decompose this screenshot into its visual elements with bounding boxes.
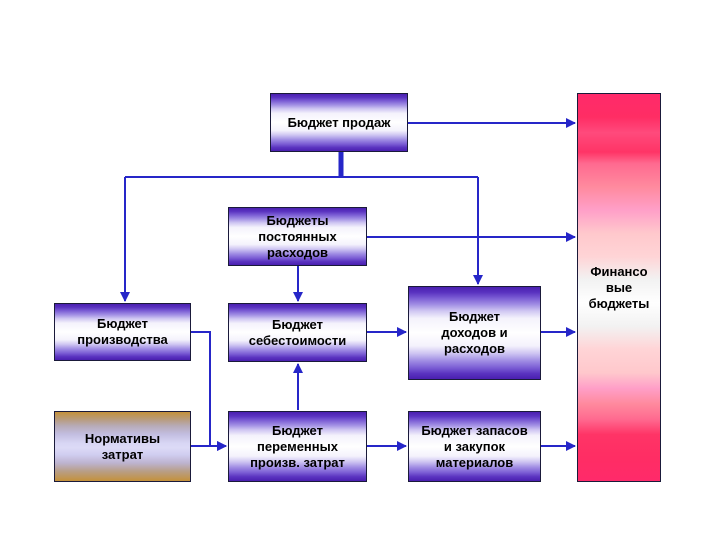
stocks-purchases-label: Бюджет запасов и закупок материалов <box>421 422 528 470</box>
variable-costs-box: Бюджет переменных произв. затрат <box>228 411 367 482</box>
financial-budgets-box: Финансо вые бюджеты <box>577 93 661 482</box>
production-budget-box: Бюджет производства <box>54 303 191 361</box>
stocks-purchases-box: Бюджет запасов и закупок материалов <box>408 411 541 482</box>
variable-costs-label: Бюджет переменных произв. затрат <box>250 422 345 470</box>
sales-budget-box: Бюджет продаж <box>270 93 408 152</box>
sales-budget-label: Бюджет продаж <box>287 114 391 130</box>
financial-budgets-label: Финансо вые бюджеты <box>588 263 650 311</box>
cost-budget-label: Бюджет себестоимости <box>248 316 347 348</box>
cost-norms-box: Нормативы затрат <box>54 411 191 482</box>
cost-norms-label: Нормативы затрат <box>84 430 161 462</box>
fixed-expenses-label: Бюджеты постоянных расходов <box>258 212 337 260</box>
production-budget-label: Бюджет производства <box>77 316 168 347</box>
income-expense-box: Бюджет доходов и расходов <box>408 286 541 380</box>
cost-budget-box: Бюджет себестоимости <box>228 303 367 362</box>
arrow-production-to-variable <box>191 331 227 451</box>
fixed-expenses-box: Бюджеты постоянных расходов <box>228 207 367 266</box>
income-expense-label: Бюджет доходов и расходов <box>441 309 508 356</box>
